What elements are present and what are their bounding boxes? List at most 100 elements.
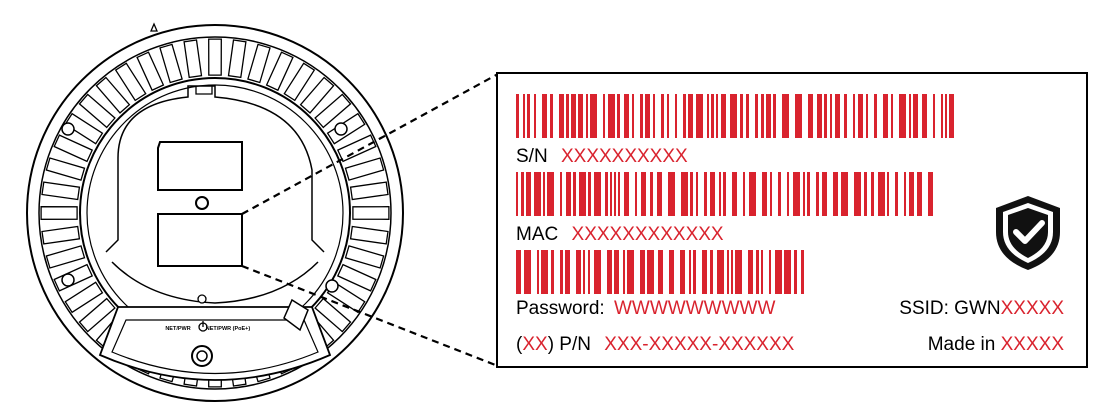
barcode-bar: [895, 172, 898, 216]
barcode-bar: [641, 172, 646, 216]
vent-slot: [114, 62, 147, 102]
barcode-bar: [614, 250, 619, 294]
barcode-bar: [835, 94, 840, 138]
barcode-bar: [883, 94, 888, 138]
barcode-bar: [689, 250, 691, 294]
shield-check-icon: [996, 196, 1060, 270]
barcode-bar: [773, 94, 776, 138]
vent-slot: [183, 39, 203, 79]
barcode-bar: [617, 94, 620, 138]
barcode-bar: [808, 94, 813, 138]
barcode-bar: [566, 172, 571, 216]
barcode-bar: [560, 172, 562, 216]
barcode-bar: [904, 172, 906, 216]
barcode-bar: [928, 172, 933, 216]
vent-slot: [78, 93, 116, 129]
barcode-bar: [719, 172, 721, 216]
vent-slot: [95, 76, 131, 114]
vent-slot: [208, 38, 222, 76]
vent-slot: [45, 157, 86, 181]
barcode-bar: [769, 250, 771, 294]
password-row: Password: WWWWWWWWW: [516, 298, 775, 320]
barcode-bar: [640, 250, 645, 294]
barcode-bar: [680, 250, 685, 294]
barcode-bar: [830, 94, 832, 138]
pn-row: (XX) P/N XXX-XXXXX-XXXXXX: [516, 334, 794, 356]
pn-key: ) P/N: [547, 334, 591, 355]
barcode-bar: [917, 172, 922, 216]
barcode-bar: [647, 250, 654, 294]
sn-row: S/N XXXXXXXXXX: [516, 146, 688, 168]
barcode-bar: [675, 94, 677, 138]
barcode-bar: [696, 172, 698, 216]
barcode-bar: [588, 250, 590, 294]
barcode-bar: [551, 250, 554, 294]
ssid-value: XXXXX: [1000, 298, 1064, 319]
vent-slot: [227, 39, 247, 79]
barcode-bar: [635, 172, 637, 216]
vent-slot: [41, 225, 81, 245]
barcode-bar: [640, 94, 643, 138]
barcode-bar: [748, 250, 753, 294]
barcode-bar: [542, 94, 547, 138]
barcode-bar: [668, 172, 675, 216]
barcode-bar: [588, 172, 591, 216]
vent-slot: [64, 112, 104, 145]
barcode-bar: [844, 94, 847, 138]
barcode-bar: [571, 94, 576, 138]
barcode-bar: [854, 172, 861, 216]
barcode-bar: [864, 172, 867, 216]
barcode-bar: [743, 172, 745, 216]
vent-slot: [352, 206, 390, 220]
barcode-bar: [702, 250, 707, 294]
barcode-bar: [565, 250, 570, 294]
barcode-bar: [887, 172, 889, 216]
barcode-bar: [824, 94, 827, 138]
access-point-bottom-view: NET/PWR NET/PWR (PoE+): [26, 22, 404, 402]
barcode-bar: [586, 94, 588, 138]
barcode-bar: [874, 94, 877, 138]
barcode-bar: [560, 250, 563, 294]
barcode-bar: [516, 172, 518, 216]
vent-slot: [45, 245, 86, 269]
port-left-label: NET/PWR: [165, 326, 190, 332]
barcode-bar: [669, 250, 674, 294]
barcode-bar: [878, 172, 885, 216]
vent-slot: [41, 181, 81, 201]
barcode-bar: [871, 172, 874, 216]
barcode-bar: [603, 94, 605, 138]
barcode-bar: [632, 94, 634, 138]
ssid-row: SSID: GWNXXXXX: [899, 298, 1064, 320]
made-value: XXXXX: [1000, 334, 1064, 355]
barcode-bar: [723, 172, 726, 216]
pn-value: XXX-XXXXX-XXXXXX: [604, 334, 795, 355]
port-right-label: NET/PWR (PoE+): [206, 326, 251, 332]
barcode-bar: [523, 94, 525, 138]
barcode-bar: [578, 94, 583, 138]
barcode-bar: [690, 172, 693, 216]
barcode-bar: [658, 250, 663, 294]
barcode-bar: [766, 94, 771, 138]
pn-code: XX: [522, 334, 548, 355]
barcode-bar: [933, 94, 935, 138]
barcode-bar: [717, 250, 724, 294]
barcode-bar: [803, 172, 805, 216]
barcode-bar: [608, 94, 615, 138]
barcode-bar: [653, 94, 655, 138]
barcode-bar: [761, 94, 764, 138]
barcode-bar: [683, 94, 686, 138]
orientation-marker: [150, 22, 158, 32]
barcode-bar: [527, 94, 530, 138]
vent-slot: [78, 297, 116, 333]
barcode-bar: [624, 94, 629, 138]
barcode-bar: [746, 94, 749, 138]
sn-value: XXXXXXXXXX: [560, 146, 688, 167]
barcode-bar: [727, 250, 729, 294]
barcode-bar: [899, 94, 906, 138]
barcode-bar: [547, 172, 554, 216]
barcode-bar: [721, 94, 726, 138]
lock-slot: [191, 345, 213, 367]
barcode-bar: [566, 94, 569, 138]
barcode-bar: [793, 172, 800, 216]
made-key: Made in: [927, 334, 996, 355]
